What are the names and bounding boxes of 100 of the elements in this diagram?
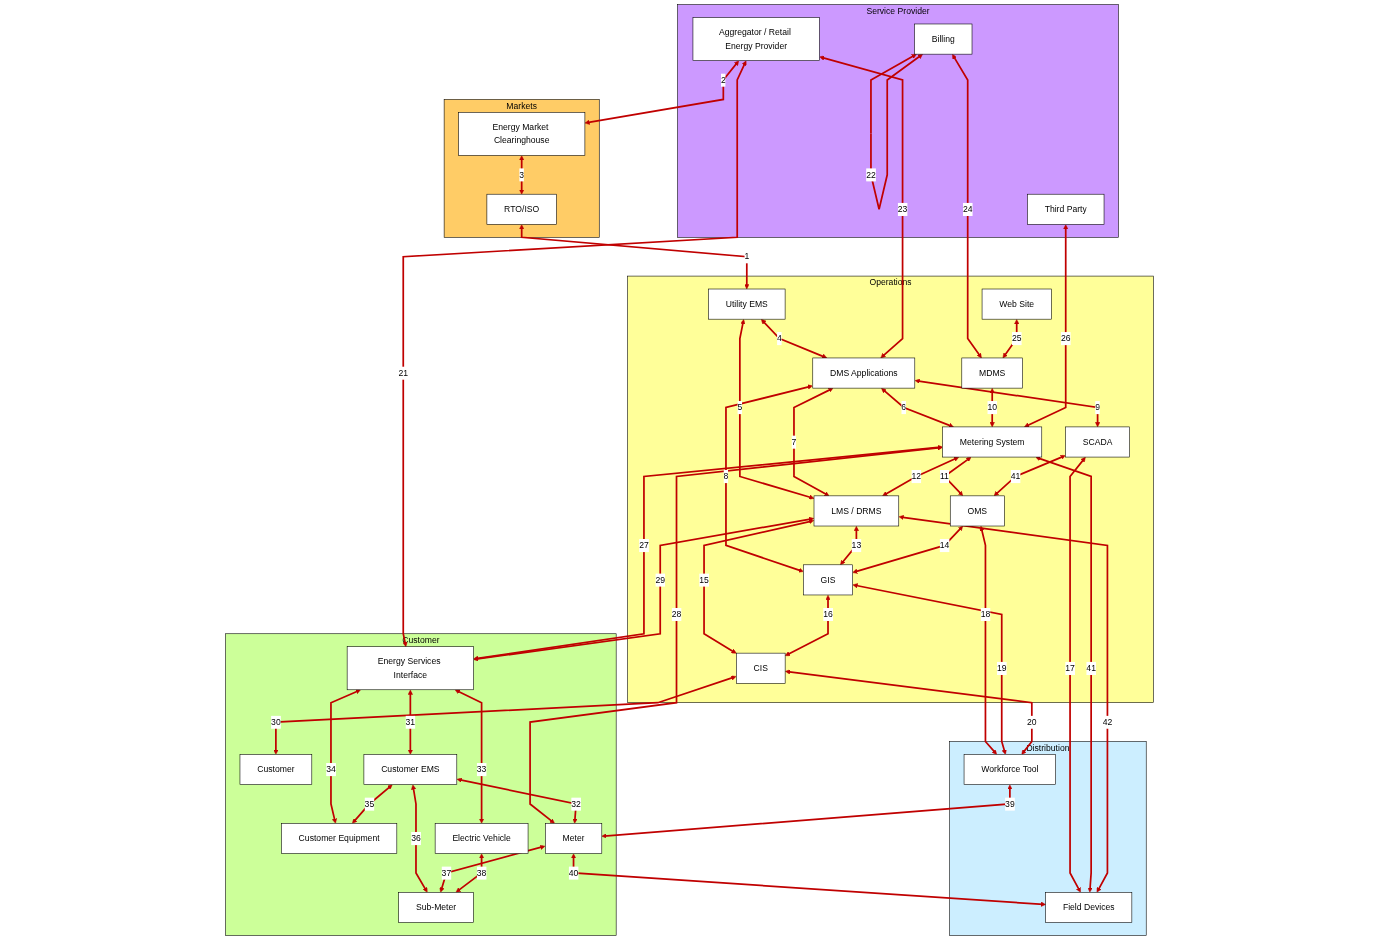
node-box: OMS: [949, 495, 1005, 527]
node-box: Third Party: [1027, 193, 1105, 225]
edge-label: 23: [897, 203, 908, 214]
edge-label: 5: [737, 402, 743, 412]
edge-label: 31: [405, 716, 416, 727]
edge-label: 42: [1102, 716, 1113, 727]
arrow: [703, 519, 814, 654]
arrow: [852, 583, 1007, 755]
node-box: RTO/ISO: [486, 193, 557, 225]
node-box: Electric Vehicle: [434, 823, 529, 854]
arrow: [407, 689, 413, 755]
edge-label: 16: [823, 609, 833, 619]
arrow: [584, 60, 739, 125]
edge-label: 13: [851, 540, 862, 550]
edge-label: 28: [671, 609, 682, 619]
edge-label: 9: [1095, 402, 1100, 412]
arrow: [402, 60, 747, 647]
arrow: [819, 55, 904, 359]
node-box: MDMS: [961, 357, 1023, 389]
arrow: [785, 669, 1033, 755]
arrow: [529, 445, 943, 824]
arrow: [840, 526, 859, 566]
arrow: [852, 525, 964, 574]
arrow: [725, 384, 813, 573]
edge-label: 25: [1011, 333, 1022, 344]
arrow: [914, 378, 1101, 428]
edge-label: 11: [939, 471, 949, 481]
edge-label: 6: [901, 402, 907, 412]
arrow: [519, 224, 750, 290]
edge-label: 41: [1010, 471, 1021, 481]
node-box: Customer EMS: [363, 754, 458, 785]
edge-label: 33: [476, 764, 487, 774]
arrow: [1069, 457, 1086, 893]
arrow: [273, 675, 737, 755]
node-box: DMS Applications: [812, 357, 916, 389]
arrow: [330, 689, 361, 824]
edge-label: 22: [866, 169, 876, 180]
edge-label: 1: [744, 251, 750, 262]
edge-label: 32: [571, 798, 581, 809]
arrow: [1035, 456, 1093, 893]
node-box: SCADA: [1065, 426, 1130, 458]
node-box: Utility EMS: [708, 288, 786, 320]
edge-label: 21: [398, 367, 409, 378]
arrow: [952, 54, 982, 359]
node-box: Meter: [545, 823, 603, 854]
edge-label: 34: [326, 764, 336, 774]
edge-label: 26: [1060, 333, 1071, 344]
arrow: [979, 526, 997, 755]
arrow: [989, 388, 995, 428]
arrow: [784, 594, 831, 656]
edge-label: 12: [911, 471, 922, 481]
node-box: Customer: [239, 754, 313, 785]
node-box: Workforce Tool: [963, 754, 1056, 785]
edge-label: 39: [1005, 798, 1015, 809]
arrow: [882, 456, 959, 497]
arrow: [473, 516, 814, 662]
edge-label: 4: [777, 333, 782, 344]
node-box: Web Site: [981, 288, 1052, 320]
edge-label: 40: [568, 867, 579, 878]
edge-label: 20: [1027, 716, 1037, 727]
arrow: [411, 784, 428, 893]
node-box: GIS: [803, 564, 853, 596]
node-box: Energy Market Clearinghouse: [458, 112, 586, 156]
edge-label: 35: [364, 798, 375, 809]
edge-label: 8: [723, 471, 729, 481]
arrow: [993, 455, 1066, 497]
node-box: Customer Equipment: [281, 823, 398, 854]
arrow: [352, 784, 393, 824]
edge-label: 27: [639, 540, 649, 550]
edge-label: 2: [720, 74, 726, 85]
edge-label: 3: [519, 169, 525, 180]
edge-label: 14: [939, 540, 950, 550]
edge-label: 18: [980, 609, 991, 619]
arrow: [761, 319, 828, 359]
edge-label: 29: [655, 574, 666, 585]
edge-label: 41: [1086, 662, 1096, 673]
edge-label: 38: [476, 867, 487, 878]
arrow: [454, 689, 485, 824]
node-box: Field Devices: [1045, 892, 1133, 923]
arrow: [571, 853, 1046, 907]
arrow: [519, 155, 525, 195]
node-box: Sub-Meter: [398, 892, 474, 923]
edge-label: 19: [996, 662, 1007, 673]
arrow: [1024, 224, 1069, 428]
node-box: Metering System: [942, 426, 1043, 458]
arrow: [456, 777, 578, 824]
edge-label: 17: [1065, 662, 1075, 673]
arrow: [739, 319, 815, 500]
edge-label: 30: [271, 716, 281, 727]
arrow: [881, 388, 954, 428]
arrow: [793, 387, 834, 497]
edge-label: 15: [699, 574, 709, 585]
edge-label: 7: [791, 436, 797, 447]
arrow: [1002, 319, 1020, 359]
arrow: [601, 784, 1013, 839]
node-box: Aggregator / Retail Energy Provider: [692, 17, 820, 61]
node-box: LMS / DRMS: [813, 495, 900, 527]
edge-label: 36: [411, 833, 421, 843]
node-box: CIS: [736, 652, 786, 684]
node-box: Energy Services Interface: [346, 646, 474, 691]
